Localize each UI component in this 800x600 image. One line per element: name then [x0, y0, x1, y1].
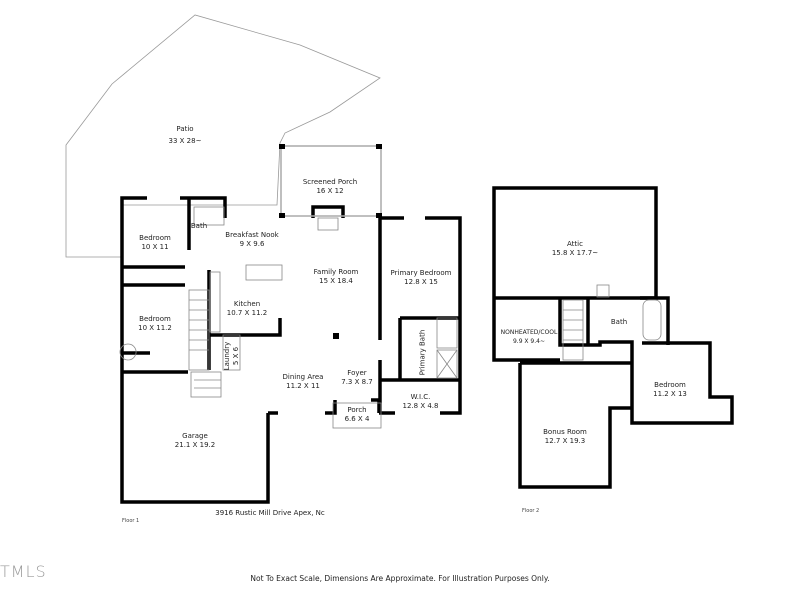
room-name: Laundry	[223, 341, 231, 371]
room-dims: 5 X 6	[232, 346, 240, 366]
room-name: NONHEATED/COOL	[500, 329, 558, 336]
room-dims: 11.2 X 11	[286, 382, 320, 390]
room-name: Foyer	[347, 369, 367, 377]
room-name: Porch	[347, 406, 367, 414]
patio-outline	[65, 14, 381, 258]
room-dims: 10 X 11	[141, 243, 169, 251]
room-name: Attic	[567, 240, 583, 248]
room-name: Bath	[190, 222, 208, 230]
room-name: Family Room	[313, 268, 359, 276]
room-name: Dining Area	[282, 373, 324, 381]
room-name: Primary Bedroom	[390, 269, 452, 277]
room-name: Bedroom	[654, 381, 686, 389]
room-dims: 9 X 9.6	[239, 240, 265, 248]
room-name: Bath	[610, 318, 628, 326]
room-name: Bedroom	[139, 315, 171, 323]
room-dims: 12.8 X 4.8	[402, 402, 439, 410]
room-dims: 12.7 X 19.3	[544, 437, 586, 445]
room-dims: 6.6 X 4	[344, 415, 370, 423]
room-name: Bedroom	[139, 234, 171, 242]
room-name: Garage	[182, 432, 208, 440]
floor-2-label: Floor 2	[522, 508, 540, 514]
room-dims: 11.2 X 13	[653, 390, 687, 398]
room-nonheated-cool: NONHEATED/COOL 9.9 X 9.4~	[496, 328, 562, 346]
room-dims: 16 X 12	[316, 187, 344, 195]
room-name: Breakfast Nook	[225, 231, 279, 239]
room-dims: 21.1 X 19.2	[174, 441, 216, 449]
room-dims: 33 X 28~	[168, 137, 202, 145]
room-primary-bath: Primary Bath	[419, 328, 428, 378]
room-name: Primary Bath	[418, 329, 427, 376]
room-name: Bonus Room	[543, 428, 587, 436]
room-dims: 10.7 X 11.2	[226, 309, 268, 317]
room-name: W.I.C.	[410, 393, 431, 401]
property-address: 3916 Rustic Mill Drive Apex, Nc	[215, 509, 325, 517]
room-dims: 9.9 X 9.4~	[512, 338, 546, 345]
room-dims: 10 X 11.2	[138, 324, 172, 332]
disclaimer: Not To Exact Scale, Dimensions Are Appro…	[250, 574, 550, 583]
room-dims: 15 X 18.4	[319, 277, 353, 285]
room-dims: 12.8 X 15	[404, 278, 438, 286]
room-name: Screened Porch	[302, 178, 358, 186]
room-name: Patio	[176, 125, 194, 133]
room-bath-2: Bath	[607, 318, 631, 327]
room-bath-1: Bath	[188, 222, 210, 231]
room-dims: 15.8 X 17.7~	[551, 249, 599, 257]
room-wic: W.I.C.12.8 X 4.8	[398, 393, 443, 411]
room-dims: 7.3 X 8.7	[341, 378, 373, 386]
floor-1-label: Floor 1	[122, 518, 140, 524]
room-patio: Patio 33 X 28~	[160, 125, 210, 146]
mls-logo: TMLS	[0, 562, 47, 581]
room-name: Kitchen	[233, 300, 261, 308]
